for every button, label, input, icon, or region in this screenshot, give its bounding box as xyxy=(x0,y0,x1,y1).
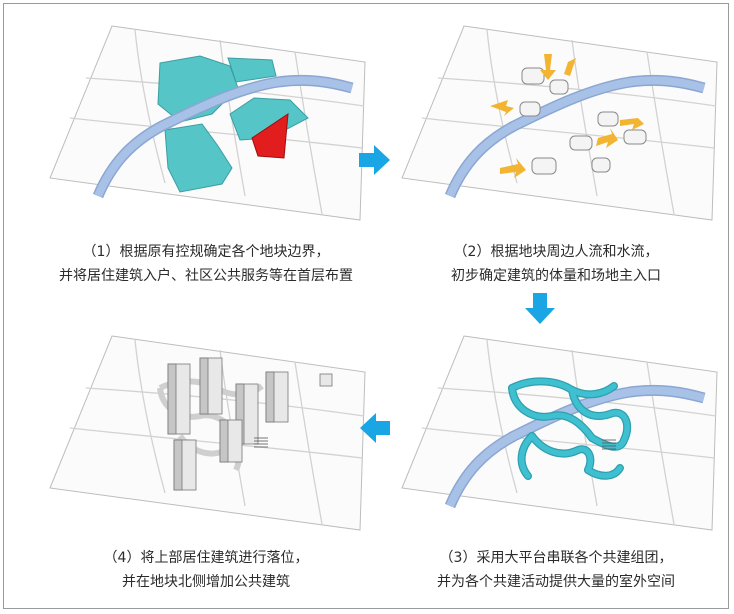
panel-step-4 xyxy=(40,328,380,540)
caption-step-4-line-1: （4）将上部居住建筑进行落位， xyxy=(103,550,309,566)
caption-step-2-line-2: 初步确定建筑的体量和场地主入口 xyxy=(451,268,661,284)
caption-step-2: （2）根据地块周边人流和水流， 初步确定建筑的体量和场地主入口 xyxy=(386,240,726,288)
panel-step-1 xyxy=(40,18,380,230)
caption-step-1-line-2: 并将居住建筑入户、社区公共服务等在首层布置 xyxy=(59,268,353,284)
caption-step-4-line-2: 并在地块北侧增加公共建筑 xyxy=(122,574,290,590)
panel-step-2 xyxy=(392,18,732,230)
caption-step-1: （1）根据原有控规确定各个地块边界， 并将居住建筑入户、社区公共服务等在首层布置 xyxy=(36,240,376,288)
caption-step-4: （4）将上部居住建筑进行落位， 并在地块北侧增加公共建筑 xyxy=(36,546,376,594)
caption-step-3-line-2: 并为各个共建活动提供大量的室外空间 xyxy=(437,574,675,590)
map-step-4 xyxy=(49,335,366,531)
map-step-2 xyxy=(401,25,718,221)
arrow-down-icon xyxy=(525,293,555,324)
figure-frame xyxy=(3,3,729,609)
caption-step-2-line-1: （2）根据地块周边人流和水流， xyxy=(453,244,659,260)
map-step-1 xyxy=(49,25,366,221)
arrow-left-icon xyxy=(360,413,390,443)
caption-step-3: （3）采用大平台串联各个共建组团， 并为各个共建活动提供大量的室外空间 xyxy=(386,546,726,594)
arrow-right-icon xyxy=(359,145,390,175)
panel-step-3 xyxy=(392,328,732,540)
map-step-3 xyxy=(401,335,718,531)
caption-step-3-line-1: （3）采用大平台串联各个共建组团， xyxy=(439,550,673,566)
caption-step-1-line-1: （1）根据原有控规确定各个地块边界， xyxy=(82,244,330,260)
